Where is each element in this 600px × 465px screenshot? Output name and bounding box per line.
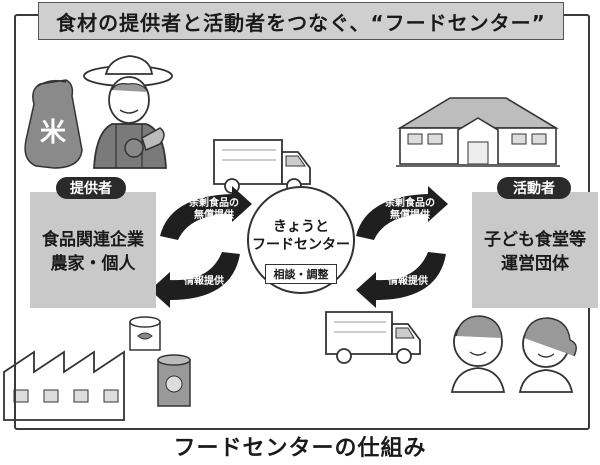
food-center-name: きょうと フードセンター xyxy=(247,218,355,254)
arrow-label-right-top: 余剰食品の 無償提供 xyxy=(380,198,440,222)
arrow-info-left xyxy=(150,252,240,308)
activist-line-1: 子ども食堂等 xyxy=(484,230,586,250)
activist-panel xyxy=(472,192,598,308)
food-center-line-2: フードセンター xyxy=(252,237,350,253)
food-center-line-1: きょうと xyxy=(273,219,329,235)
arrow-label-left-top: 余剰食品の 無償提供 xyxy=(184,198,244,222)
provider-panel xyxy=(30,192,156,308)
provider-line-1: 食品関連企業 xyxy=(42,230,144,250)
canned-food-icon xyxy=(129,316,191,407)
activist-tag: 活動者 xyxy=(497,177,571,199)
arrow-label-left-top-line-1: 余剰食品の xyxy=(189,198,239,209)
provider-line-2: 農家・個人 xyxy=(50,254,136,274)
farmer-icon xyxy=(83,55,173,169)
consultation-badge: 相談・調整 xyxy=(265,264,337,284)
arrow-label-left-bottom: 情報提供 xyxy=(184,276,224,287)
factory-icon xyxy=(3,350,125,421)
arrow-label-right-top-line-2: 無償提供 xyxy=(390,210,430,221)
arrow-info-right xyxy=(356,252,446,308)
arrow-label-left-top-line-2: 無償提供 xyxy=(194,210,234,221)
rice-bag-icon xyxy=(24,79,83,169)
provider-description: 食品関連企業 農家・個人 xyxy=(30,228,156,276)
diagram-title: 食材の提供者と活動者をつなぐ、“フードセンター” xyxy=(38,2,564,40)
arrow-food-provision-left xyxy=(160,186,252,240)
school-building-icon xyxy=(396,97,560,167)
arrow-food-provision-right xyxy=(356,186,448,240)
activist-description: 子ども食堂等 運営団体 xyxy=(472,228,598,276)
delivery-truck-icon-2 xyxy=(325,311,421,364)
arrow-label-right-top-line-1: 余剰食品の xyxy=(385,198,435,209)
provider-tag: 提供者 xyxy=(56,177,126,199)
rice-bag-label: 米 xyxy=(40,118,67,148)
diagram-caption: フードセンターの仕組み xyxy=(173,436,427,461)
arrow-label-right-bottom: 情報提供 xyxy=(388,276,428,287)
activist-line-2: 運営団体 xyxy=(501,254,569,274)
children-eating-icon xyxy=(450,315,577,393)
